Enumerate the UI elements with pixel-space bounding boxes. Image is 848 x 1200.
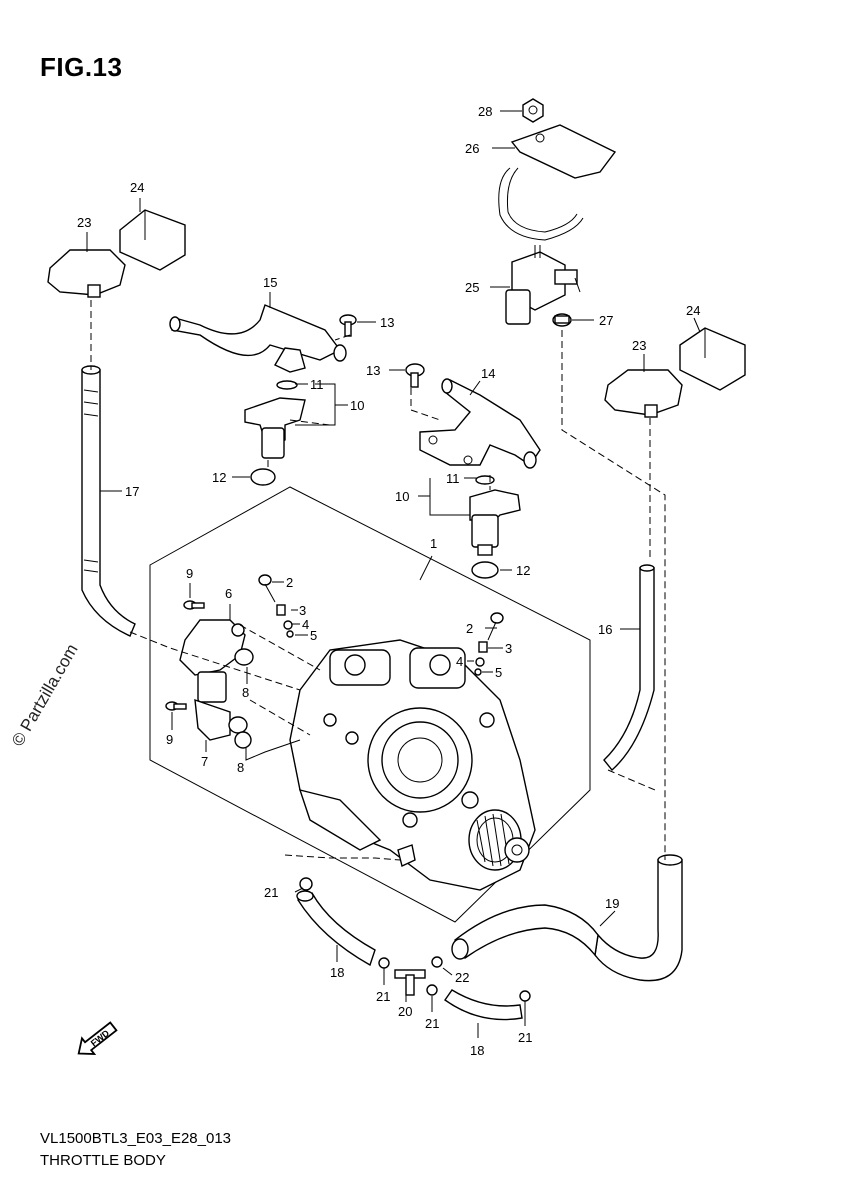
- flange-nut: [522, 98, 544, 123]
- solenoid-valve: [505, 245, 581, 325]
- callout-22: 22: [455, 970, 469, 985]
- callout-18-left: 18: [330, 965, 344, 980]
- callout-8-upper: 8: [242, 685, 249, 700]
- screw-9-upper: [183, 600, 205, 610]
- injector-fuel-rail-upper: [169, 304, 347, 373]
- callout-15: 15: [263, 275, 277, 290]
- leader-lines: [86, 110, 701, 1038]
- sensor-7: [194, 671, 252, 749]
- hose-joint-20: [394, 969, 426, 996]
- connector-23-right: [604, 369, 683, 418]
- adjust-screw-right: [474, 612, 504, 676]
- callout-18-right: 18: [470, 1043, 484, 1058]
- callout-4-left: 4: [302, 617, 309, 632]
- callout-2-left: 2: [286, 575, 293, 590]
- callout-6: 6: [225, 586, 232, 601]
- callout-28: 28: [478, 104, 492, 119]
- assembly-outline: [149, 486, 591, 923]
- callout-9-lower: 9: [166, 732, 173, 747]
- callout-8-lower: 8: [237, 760, 244, 775]
- callout-7: 7: [201, 754, 208, 769]
- screw-13-lower: [405, 363, 425, 388]
- callout-5-right: 5: [495, 665, 502, 680]
- vacuum-hose-18-right: [444, 989, 523, 1021]
- cover-24-left: [119, 209, 186, 271]
- callout-11-left: 11: [310, 377, 324, 392]
- callout-13-upper: 13: [380, 315, 394, 330]
- callout-21-a: 21: [264, 885, 278, 900]
- callout-2-right: 2: [466, 621, 473, 636]
- vacuum-hose-16: [603, 564, 655, 772]
- mounting-bracket: [498, 124, 617, 241]
- cover-24-right: [679, 327, 746, 391]
- injector-fuel-rail-lower: [419, 378, 541, 469]
- diagram-name: THROTTLE BODY: [40, 1152, 166, 1169]
- hose-clamp-27: [552, 313, 572, 327]
- screw-13-upper: [339, 314, 357, 337]
- clamps-21: [299, 877, 531, 1002]
- callout-10-right: 10: [395, 489, 409, 504]
- callout-11-right: 11: [446, 471, 460, 486]
- callout-21-d: 21: [518, 1030, 532, 1045]
- throttle-position-sensor: [179, 619, 254, 676]
- callout-14: 14: [481, 366, 495, 381]
- callout-25: 25: [465, 280, 479, 295]
- callout-24-left: 24: [130, 180, 144, 195]
- callout-1: 1: [430, 536, 437, 551]
- adjust-screw-left: [258, 574, 294, 638]
- callout-20: 20: [398, 1004, 412, 1019]
- vacuum-hose-19: [451, 854, 683, 982]
- throttle-body: [289, 639, 536, 891]
- callout-10-left: 10: [350, 398, 364, 413]
- callout-3-left: 3: [299, 603, 306, 618]
- callout-3-right: 3: [505, 641, 512, 656]
- callout-26: 26: [465, 141, 479, 156]
- forward-arrow: FWD: [77, 1021, 118, 1055]
- figure-title: FIG.13: [40, 52, 123, 82]
- injector-right: [469, 475, 521, 579]
- callout-23-left: 23: [77, 215, 91, 230]
- callout-27: 27: [599, 313, 613, 328]
- callout-19: 19: [605, 896, 619, 911]
- callout-12-left: 12: [212, 470, 226, 485]
- callout-24-right: 24: [686, 303, 700, 318]
- callout-labels: 28 26 24 23 25 15 13 27 24 23 13 14 11 1…: [77, 104, 700, 1058]
- vacuum-hose-18-left: [296, 890, 376, 967]
- callout-16: 16: [598, 622, 612, 637]
- callout-13-lower: 13: [366, 363, 380, 378]
- screw-9-lower: [165, 701, 187, 711]
- vacuum-hose-17: [81, 365, 136, 637]
- callout-21-c: 21: [425, 1016, 439, 1031]
- callout-9-upper: 9: [186, 566, 193, 581]
- connector-23-left: [47, 249, 126, 298]
- callout-5-left: 5: [310, 628, 317, 643]
- callout-21-b: 21: [376, 989, 390, 1004]
- callout-23-right: 23: [632, 338, 646, 353]
- diagram-code: VL1500BTL3_E03_E28_013: [40, 1130, 232, 1147]
- injector-left: [244, 380, 306, 486]
- callout-12-right: 12: [516, 563, 530, 578]
- assembly-dashed-lines: [90, 300, 666, 861]
- callout-4-right: 4: [456, 654, 463, 669]
- callout-17: 17: [125, 484, 139, 499]
